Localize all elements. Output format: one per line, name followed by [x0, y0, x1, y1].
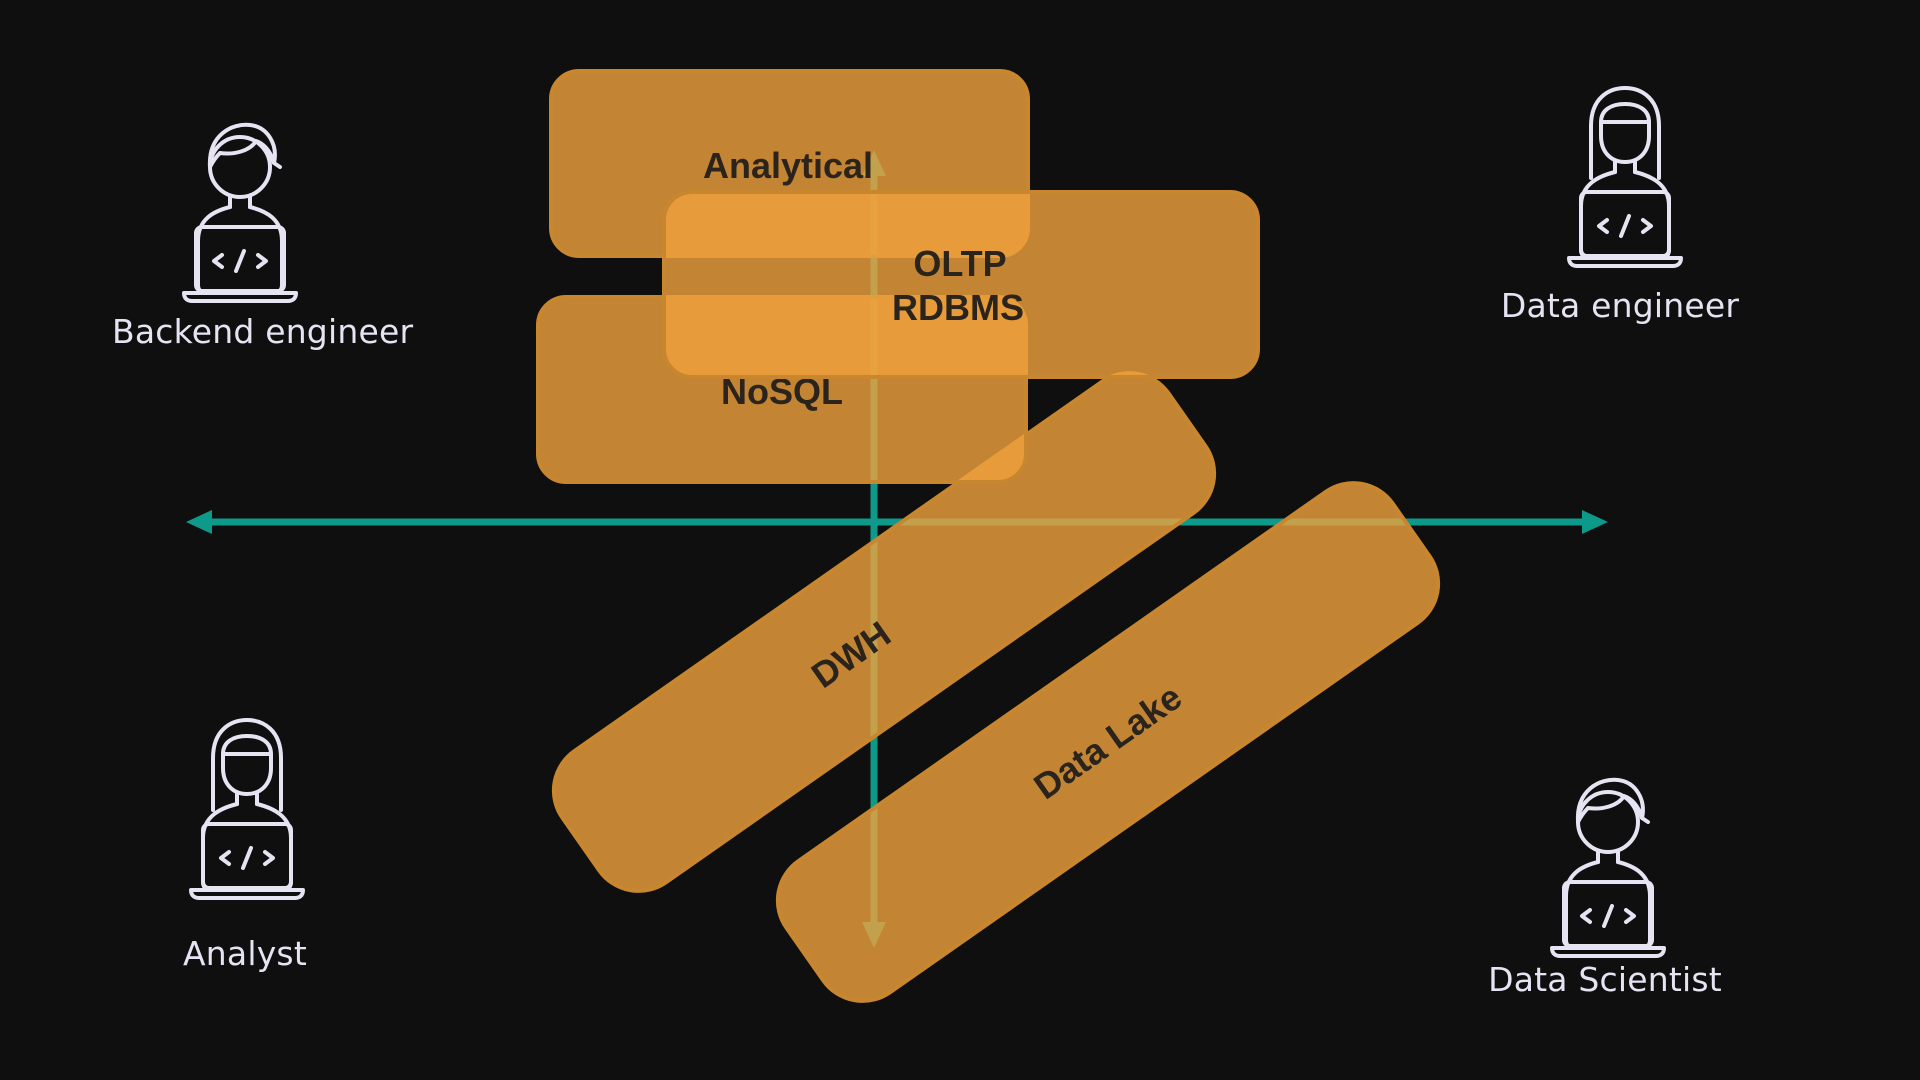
oltp-rdbms-box: OLTP RDBMS	[662, 190, 1260, 379]
analyst-label: Analyst	[183, 934, 307, 973]
data-scientist-label: Data Scientist	[1488, 960, 1722, 999]
male-developer-icon	[170, 115, 310, 305]
rdbms-label: RDBMS	[892, 287, 1024, 328]
data-engineer-label: Data engineer	[1500, 286, 1740, 325]
female-developer-icon	[1555, 80, 1695, 270]
oltp-label: OLTP	[913, 243, 1006, 284]
axis-right-arrowhead	[1582, 510, 1608, 534]
backend-engineer-label: Backend engineer	[112, 312, 414, 351]
female-developer-icon	[177, 712, 317, 902]
axis-left-arrowhead	[186, 510, 212, 534]
dwh-box: DWH	[551, 371, 1217, 893]
analytical-label: Analytical	[703, 145, 873, 186]
male-developer-icon	[1538, 770, 1678, 960]
data-lake-box: Data Lake	[775, 481, 1441, 1003]
